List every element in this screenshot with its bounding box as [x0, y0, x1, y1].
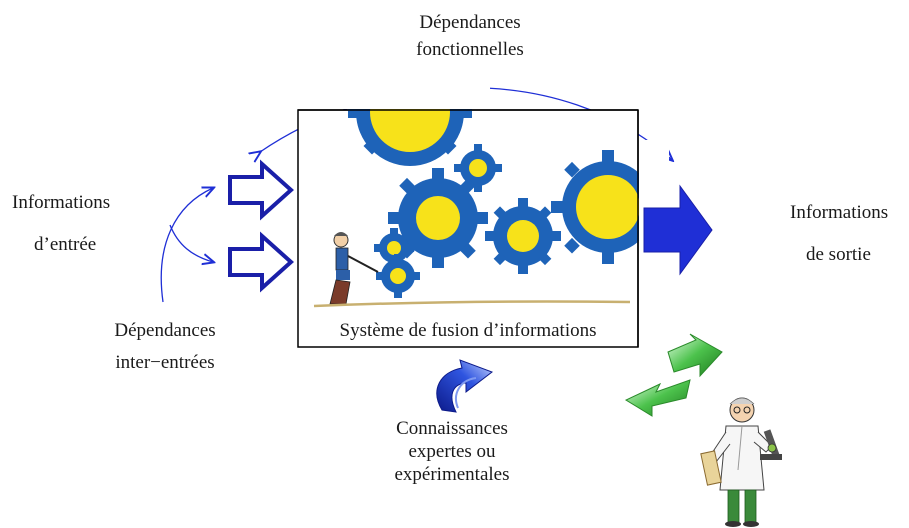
feedback-arrows: [624, 333, 723, 417]
inter-input-arrow-lower: [169, 224, 213, 262]
input-arrow-lower: [228, 231, 294, 293]
output-info-label: Informations de sortie: [790, 202, 889, 265]
inter-input-arrow-upper: [160, 188, 213, 303]
expert-knowledge-label: Connaissances expertes ou expérimentales: [394, 418, 510, 485]
functional-dependencies-label: Dépendances fonctionnelles: [416, 12, 524, 60]
knowledge-swirl-arrow: [436, 359, 494, 413]
system-caption: Système de fusion d’informations: [339, 320, 597, 341]
inter-input-dependencies-label: Dépendances inter−entrées: [114, 320, 216, 373]
gears-icon: [298, 40, 669, 347]
input-info-label: Informations d’entrée: [12, 192, 111, 255]
output-arrow: [643, 184, 713, 276]
scientist-icon: [700, 397, 782, 527]
input-arrow-upper: [228, 159, 294, 221]
operator-icon: [329, 232, 379, 305]
ground-line: [313, 300, 631, 308]
